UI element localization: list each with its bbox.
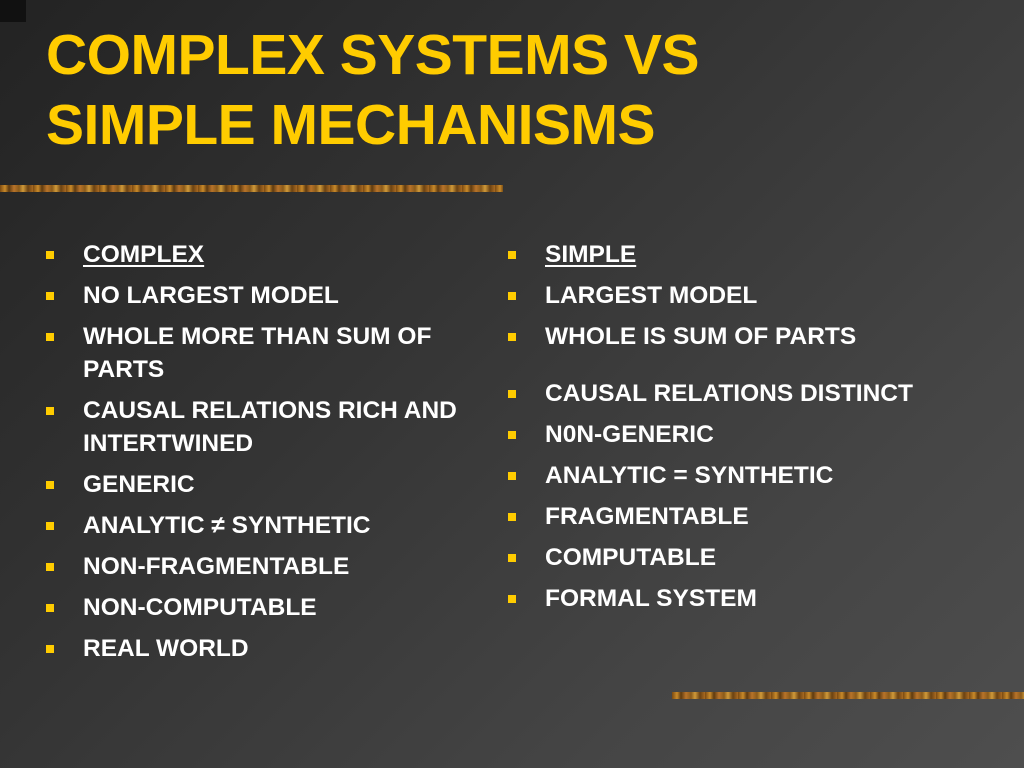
list-item: NON-FRAGMENTABLE: [44, 550, 464, 583]
list-item: ANALYTIC = SYNTHETIC: [506, 459, 926, 492]
list-item-text: LARGEST MODEL: [545, 282, 758, 309]
bullet-icon: [46, 292, 54, 300]
corner-mark: [0, 0, 26, 22]
list-item: WHOLE IS SUM OF PARTS: [506, 320, 926, 353]
list-item: REAL WORLD: [44, 632, 464, 665]
bullet-icon: [46, 481, 54, 489]
list-item: CAUSAL RELATIONS RICH AND INTERTWINED: [44, 394, 464, 460]
list-item: COMPUTABLE: [506, 541, 926, 574]
list-item-text: N0N-GENERIC: [545, 421, 714, 448]
list-item-text: COMPUTABLE: [545, 544, 717, 571]
list-item: GENERIC: [44, 468, 464, 501]
list-item: FRAGMENTABLE: [506, 500, 926, 533]
bullet-icon: [508, 554, 516, 562]
list-item-text: REAL WORLD: [83, 635, 249, 662]
bullet-icon: [46, 645, 54, 653]
bullet-icon: [46, 407, 54, 415]
list-item-text: ANALYTIC = SYNTHETIC: [545, 462, 834, 489]
bullet-icon: [508, 251, 516, 259]
list-item-text: NON-COMPUTABLE: [83, 594, 317, 621]
list-item: CAUSAL RELATIONS DISTINCT: [506, 377, 926, 410]
complex-column: COMPLEX NO LARGEST MODEL WHOLE MORE THAN…: [44, 238, 464, 673]
bullet-icon: [508, 513, 516, 521]
bullet-icon: [508, 472, 516, 480]
bullet-icon: [508, 292, 516, 300]
bullet-icon: [46, 251, 54, 259]
list-item-text: NON-FRAGMENTABLE: [83, 553, 350, 580]
list-item-text: WHOLE IS SUM OF PARTS: [545, 323, 857, 350]
column-header-complex: COMPLEX: [83, 241, 205, 268]
list-item-text: NO LARGEST MODEL: [83, 282, 339, 309]
list-item: WHOLE MORE THAN SUM OF PARTS: [44, 320, 464, 386]
bullet-icon: [46, 563, 54, 571]
column-header-simple: SIMPLE: [545, 241, 637, 268]
list-item: N0N-GENERIC: [506, 418, 926, 451]
list-item: LARGEST MODEL: [506, 279, 926, 312]
list-item: ANALYTIC ≠ SYNTHETIC: [44, 509, 464, 542]
list-item-text: CAUSAL RELATIONS RICH AND INTERTWINED: [83, 397, 457, 457]
bullet-icon: [508, 333, 516, 341]
title-line-2: SIMPLE MECHANISMS: [46, 93, 656, 157]
list-item: NON-COMPUTABLE: [44, 591, 464, 624]
list-item-text: FRAGMENTABLE: [545, 503, 749, 530]
list-item: NO LARGEST MODEL: [44, 279, 464, 312]
bullet-icon: [46, 333, 54, 341]
bullet-icon: [508, 431, 516, 439]
simple-column: SIMPLE LARGEST MODEL WHOLE IS SUM OF PAR…: [506, 238, 926, 623]
bullet-icon: [508, 595, 516, 603]
list-item-header: SIMPLE: [506, 238, 926, 271]
list-item-text: WHOLE MORE THAN SUM OF PARTS: [83, 323, 432, 383]
list-item: FORMAL SYSTEM: [506, 582, 926, 615]
list-item-header: COMPLEX: [44, 238, 464, 271]
list-item-text: FORMAL SYSTEM: [545, 585, 757, 612]
title-line-1: COMPLEX SYSTEMS VS: [46, 23, 699, 87]
list-item-text: CAUSAL RELATIONS DISTINCT: [545, 380, 913, 407]
slide-title: COMPLEX SYSTEMS VS SIMPLE MECHANISMS: [46, 20, 699, 160]
bullet-icon: [46, 604, 54, 612]
decorative-stripe-bottom: [672, 692, 1024, 699]
list-item-text: ANALYTIC ≠ SYNTHETIC: [83, 512, 371, 539]
bullet-icon: [46, 522, 54, 530]
decorative-stripe-top: [0, 185, 503, 192]
list-item-text: GENERIC: [83, 471, 195, 498]
bullet-icon: [508, 390, 516, 398]
